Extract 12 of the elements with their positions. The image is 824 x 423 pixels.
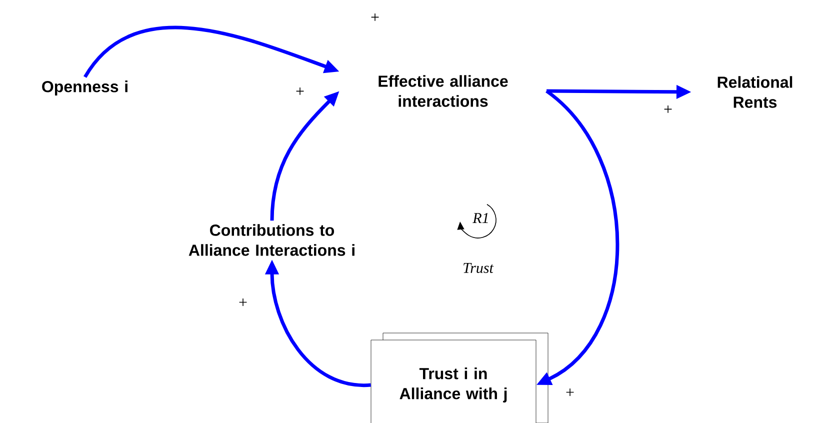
stock-box: Trust i in Alliance with j xyxy=(370,340,536,423)
variable-label: Openness i xyxy=(42,80,128,96)
edge-label: + xyxy=(662,104,674,116)
edge-label: + xyxy=(238,297,249,309)
edge-label: + xyxy=(294,86,306,98)
edge-label: + xyxy=(370,12,381,24)
variable-label: Effective alliance interactions xyxy=(378,75,508,107)
loop-label: Trust xyxy=(464,263,494,273)
variable-label: Relational Rents xyxy=(718,76,792,108)
edge-label: + xyxy=(564,387,576,399)
variable-label: Contributions to Alliance Interactions i xyxy=(188,224,354,256)
loop-label: R1 xyxy=(472,213,488,223)
